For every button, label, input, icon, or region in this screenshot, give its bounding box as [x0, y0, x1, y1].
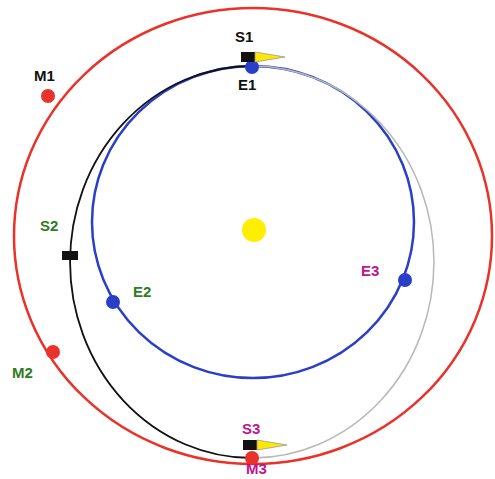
sun	[242, 218, 266, 242]
orbit-label: E2	[133, 283, 151, 300]
mars-dot	[41, 89, 55, 103]
earth-dot	[106, 295, 120, 309]
orbit-label: E3	[361, 262, 379, 279]
earth-dot	[398, 273, 412, 287]
spacecraft	[241, 52, 285, 62]
earth-dot	[245, 60, 259, 74]
orbit-label: S2	[40, 217, 58, 234]
spacecraft	[243, 440, 287, 450]
orbit-label: M2	[12, 364, 33, 381]
transfer-orbit	[70, 66, 252, 458]
spacecraft	[62, 251, 78, 260]
mars-orbit	[14, 8, 492, 464]
orbit-label: M3	[246, 460, 267, 477]
orbit-label: E1	[238, 76, 256, 93]
transfer-orbit-return	[252, 66, 434, 458]
orbit-label: M1	[34, 67, 55, 84]
orbit-label: S3	[242, 420, 260, 437]
orbit-label: S1	[235, 28, 253, 45]
mars-dot	[46, 345, 60, 359]
earth-orbit	[92, 66, 414, 378]
